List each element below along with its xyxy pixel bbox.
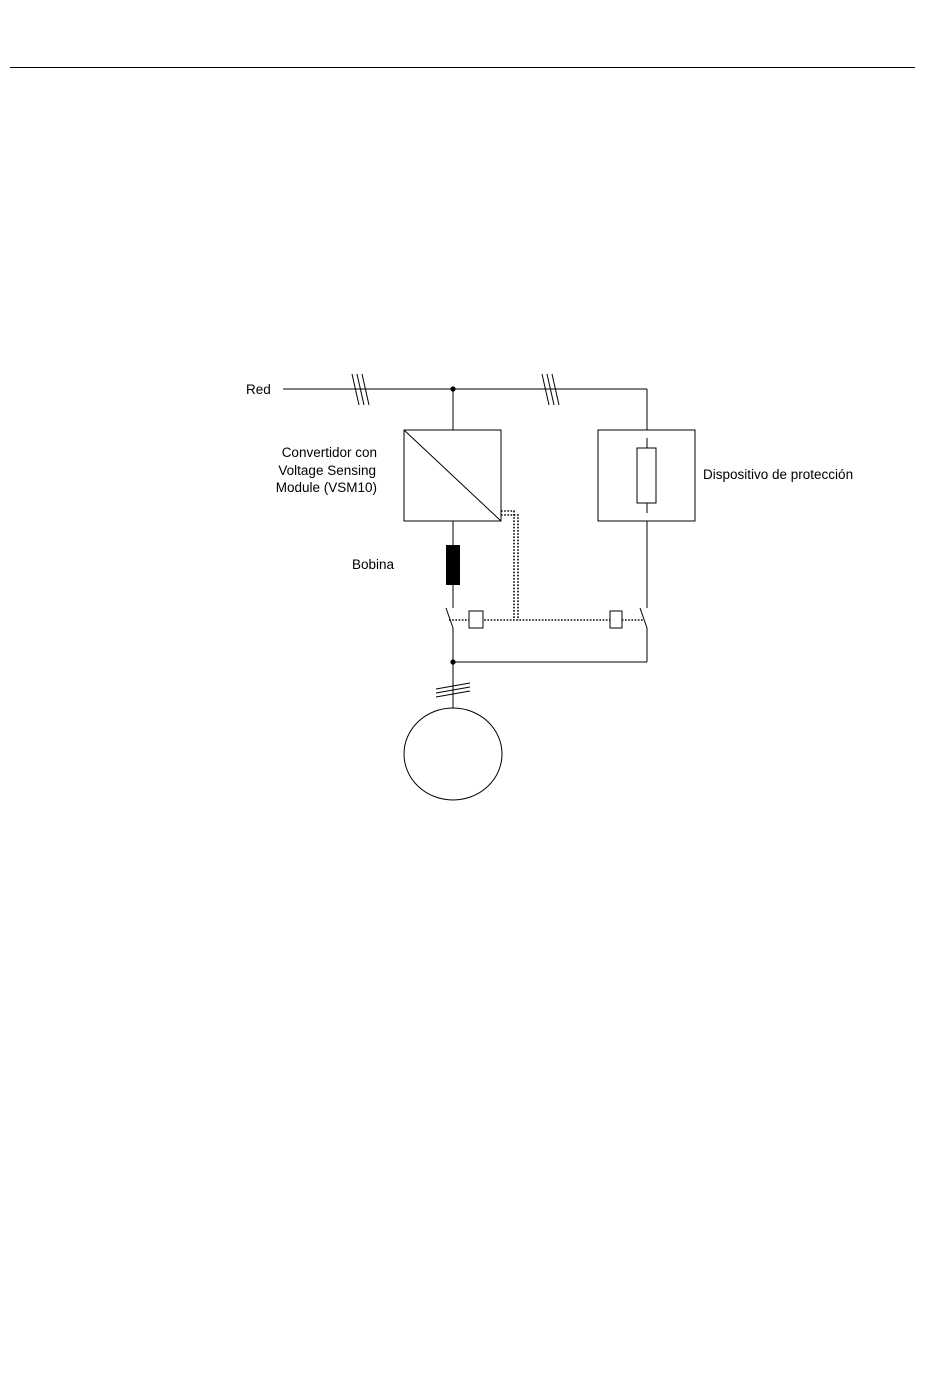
contactor-coil-left bbox=[469, 611, 483, 628]
control-signal-line bbox=[449, 511, 644, 620]
protection-device-symbol bbox=[598, 430, 695, 521]
contactor-coil-right bbox=[610, 611, 622, 628]
output-bus-wire bbox=[450, 659, 647, 664]
motor-symbol bbox=[404, 708, 502, 800]
reactor-symbol bbox=[446, 545, 460, 585]
contactor-switch-left bbox=[446, 608, 453, 662]
reactor-label: Bobina bbox=[352, 557, 395, 572]
converter-label-line2: Voltage Sensing bbox=[278, 463, 376, 478]
converter-symbol bbox=[404, 430, 501, 521]
contactor-switch-right bbox=[640, 608, 647, 662]
grid-label: Red bbox=[246, 382, 271, 397]
supply-line bbox=[283, 386, 647, 430]
protection-device-label: Dispositivo de protección bbox=[703, 467, 853, 482]
converter-label-line1: Convertidor con bbox=[282, 445, 377, 460]
converter-label-line3: Module (VSM10) bbox=[276, 480, 377, 495]
